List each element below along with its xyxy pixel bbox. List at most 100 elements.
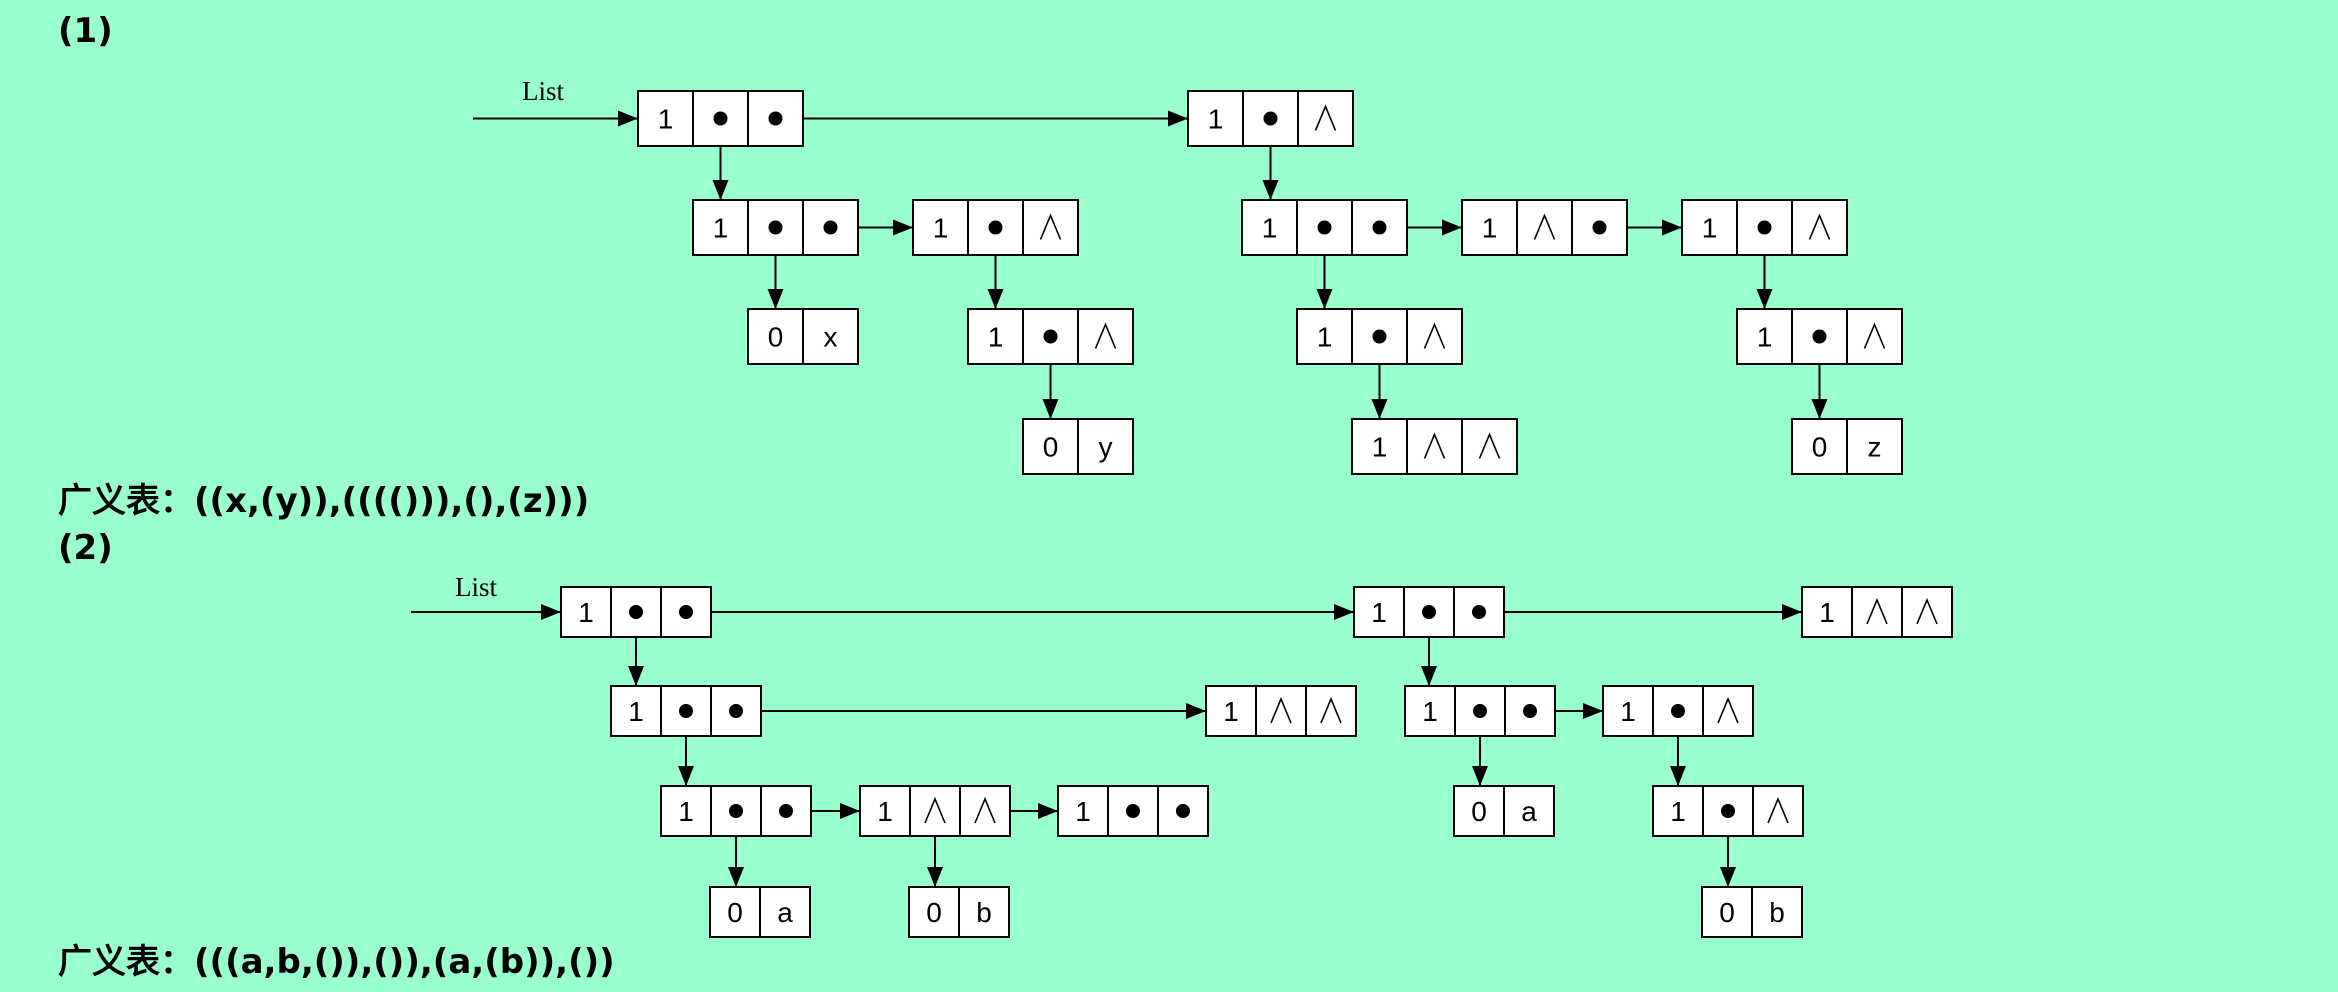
node-value-m15-1: b xyxy=(1769,897,1785,928)
pointer-dot-icon xyxy=(1592,220,1607,235)
list-node-n1: 1 xyxy=(637,90,804,147)
node-cell-m8-1 xyxy=(1851,586,1903,638)
node-cell-m15-1 xyxy=(1751,886,1803,938)
node-value-m4-0: 1 xyxy=(678,796,694,827)
node-cell-m7-0 xyxy=(1353,586,1405,638)
null-pointer-icon xyxy=(1270,696,1292,724)
node-cell-n2-1 xyxy=(1242,90,1299,147)
pointer-dot-icon xyxy=(1043,329,1058,344)
null-pointer-icon xyxy=(974,796,996,824)
pointer-dot-icon xyxy=(1317,220,1332,235)
node-value-m7-0: 1 xyxy=(1371,597,1387,628)
node-cell-n10-1 xyxy=(1736,199,1793,256)
pointer-dot-icon xyxy=(768,220,783,235)
node-cell-n13-0 xyxy=(1736,308,1793,365)
node-value-n7-0: 0 xyxy=(1043,432,1059,463)
list-node-m1: 1 xyxy=(560,586,712,638)
node-value-n6-0: 1 xyxy=(988,322,1004,353)
null-pointer-icon xyxy=(1767,796,1789,824)
node-value-m5-0: 1 xyxy=(877,796,893,827)
part1-list-label: List xyxy=(522,76,565,106)
node-cell-n12-2 xyxy=(1461,418,1518,475)
pointer-dot-icon xyxy=(1523,704,1537,718)
pointer-dot-icon xyxy=(1671,704,1685,718)
node-cell-n7-0 xyxy=(1022,418,1079,475)
node-value-n14-1: z xyxy=(1868,432,1882,463)
list-node-m12: 1 xyxy=(1602,685,1754,737)
pointer-dot-icon xyxy=(1126,804,1140,818)
node-value-m3-0: 1 xyxy=(1223,696,1239,727)
list-node-m11: 1 xyxy=(1404,685,1556,737)
node-value-m13-1: a xyxy=(1521,796,1537,827)
list-node-n13: 1 xyxy=(1736,308,1903,365)
pointer-dot-icon xyxy=(1176,804,1190,818)
list-node-m4: 1 xyxy=(660,785,812,837)
node-cell-m6-2 xyxy=(1157,785,1209,837)
node-value-n2-0: 1 xyxy=(1208,104,1224,135)
node-cell-m9-1 xyxy=(759,886,811,938)
node-cell-m5-0 xyxy=(859,785,911,837)
node-cell-m13-0 xyxy=(1453,785,1505,837)
node-cell-m8-0 xyxy=(1801,586,1853,638)
pointer-dot-icon xyxy=(729,704,743,718)
null-pointer-icon xyxy=(924,796,946,824)
node-value-n10-0: 1 xyxy=(1702,213,1718,244)
node-cell-n5-0 xyxy=(747,308,804,365)
null-pointer-icon xyxy=(1808,213,1831,240)
part1-heading: (1) xyxy=(58,11,113,51)
null-pointer-icon xyxy=(1039,213,1062,240)
null-pointer-icon xyxy=(1423,322,1446,349)
node-cell-m10-0 xyxy=(908,886,960,938)
node-cell-m14-2 xyxy=(1752,785,1804,837)
node-value-n5-0: 0 xyxy=(768,322,784,353)
pointer-dot-icon xyxy=(1372,220,1387,235)
node-value-m10-0: 0 xyxy=(926,897,942,928)
node-value-n8-0: 1 xyxy=(1262,213,1278,244)
pointer-dot-icon xyxy=(988,220,1003,235)
node-value-n12-0: 1 xyxy=(1372,432,1388,463)
list-node-m5: 1 xyxy=(859,785,1011,837)
pointer-dot-icon xyxy=(1422,605,1436,619)
list-node-n12: 1 xyxy=(1351,418,1518,475)
node-cell-m8-2 xyxy=(1901,586,1953,638)
null-pointer-icon xyxy=(1314,104,1337,131)
pointer-dot-icon xyxy=(768,111,783,126)
node-value-m12-0: 1 xyxy=(1620,696,1636,727)
node-value-n5-1: x xyxy=(824,322,838,353)
node-value-n13-0: 1 xyxy=(1757,322,1773,353)
node-cell-m2-0 xyxy=(610,685,662,737)
node-cell-n3-2 xyxy=(802,199,859,256)
null-pointer-icon xyxy=(1423,432,1446,459)
node-cell-m4-0 xyxy=(660,785,712,837)
list-node-m6: 1 xyxy=(1057,785,1209,837)
node-cell-n4-0 xyxy=(912,199,969,256)
list-node-m14: 1 xyxy=(1652,785,1804,837)
list-node-m8: 1 xyxy=(1801,586,1953,638)
list-node-n3: 1 xyxy=(692,199,859,256)
node-cell-n11-0 xyxy=(1296,308,1353,365)
pointer-dot-icon xyxy=(1757,220,1772,235)
list-node-n9: 1 xyxy=(1461,199,1628,256)
node-cell-n13-2 xyxy=(1846,308,1903,365)
node-value-m9-0: 0 xyxy=(727,897,743,928)
pointer-dot-icon xyxy=(1472,605,1486,619)
node-value-n3-0: 1 xyxy=(713,213,729,244)
pointer-dot-icon xyxy=(679,704,693,718)
node-cell-m12-2 xyxy=(1702,685,1754,737)
node-cell-m15-0 xyxy=(1701,886,1753,938)
node-cell-n5-1 xyxy=(802,308,859,365)
node-cell-n7-1 xyxy=(1077,418,1134,475)
node-cell-n4-2 xyxy=(1022,199,1079,256)
list-node-m7: 1 xyxy=(1353,586,1505,638)
node-cell-n14-0 xyxy=(1791,418,1848,475)
pointer-dot-icon xyxy=(713,111,728,126)
part2-list-label: List xyxy=(455,572,498,602)
pointer-dot-icon xyxy=(629,605,643,619)
